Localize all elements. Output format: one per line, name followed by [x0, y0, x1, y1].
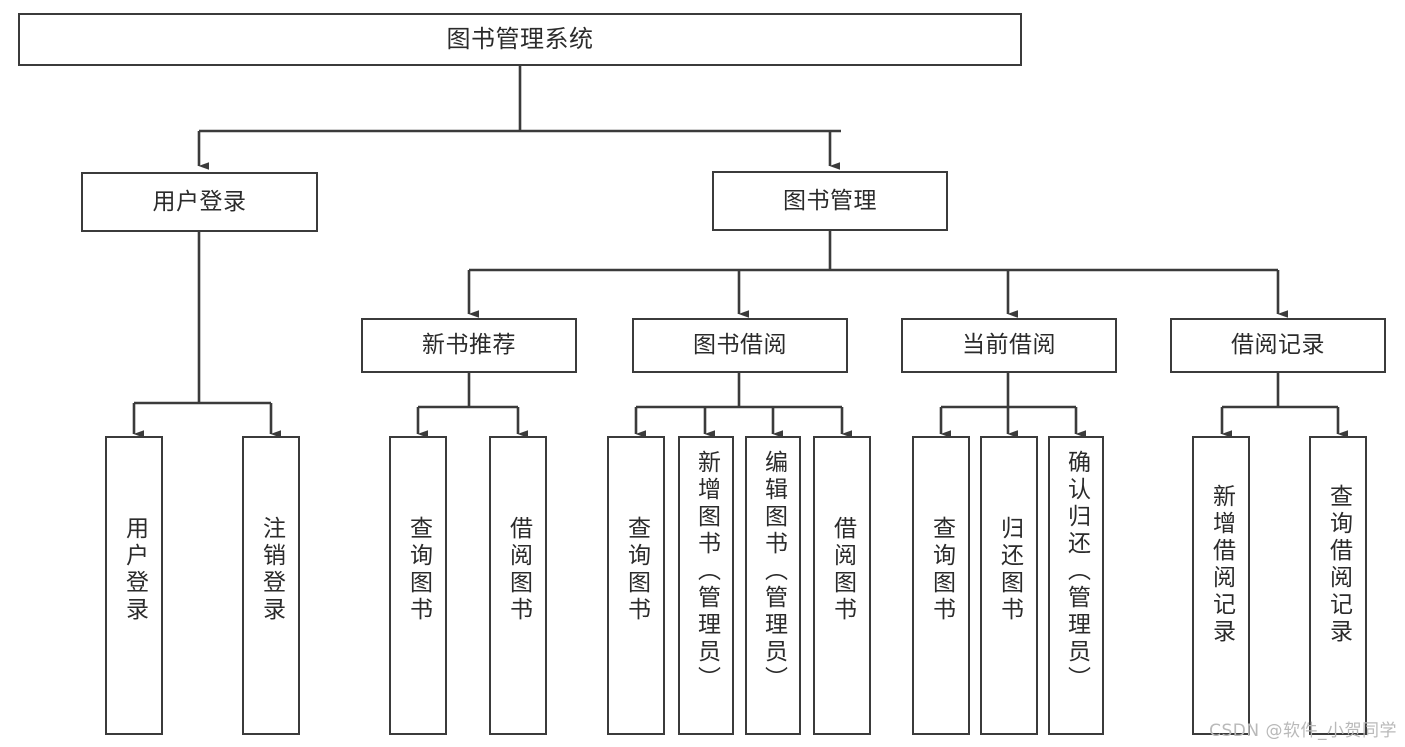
node-leaf-confirm-return[interactable]: 确认归还（管理员） [1048, 436, 1104, 735]
node-leaf-confirm-return-label: 确认归还（管理员） [1063, 450, 1090, 693]
node-book-manage-label: 图书管理 [783, 187, 877, 214]
node-leaf-query-book-1[interactable]: 查询图书 [389, 436, 447, 735]
node-leaf-borrow-book-1-label: 借阅图书 [505, 516, 532, 624]
node-new-book-rec-label: 新书推荐 [422, 332, 516, 359]
node-current-borrow[interactable]: 当前借阅 [901, 318, 1117, 373]
node-leaf-add-record-label: 新增借阅记录 [1208, 484, 1235, 646]
node-leaf-user-login-label: 用户登录 [121, 516, 148, 624]
node-leaf-borrow-book-1[interactable]: 借阅图书 [489, 436, 547, 735]
node-leaf-return-book[interactable]: 归还图书 [980, 436, 1038, 735]
node-leaf-edit-book-label: 编辑图书（管理员） [760, 450, 787, 693]
node-leaf-user-login[interactable]: 用户登录 [105, 436, 163, 735]
watermark-text: CSDN @软件_小贺同学 [1209, 721, 1397, 741]
node-book-borrow-label: 图书借阅 [693, 332, 787, 359]
node-leaf-query-book-3[interactable]: 查询图书 [912, 436, 970, 735]
node-user-login[interactable]: 用户登录 [81, 172, 318, 232]
node-leaf-add-record[interactable]: 新增借阅记录 [1192, 436, 1250, 735]
node-leaf-return-book-label: 归还图书 [996, 516, 1023, 624]
node-new-book-rec[interactable]: 新书推荐 [361, 318, 577, 373]
node-root[interactable]: 图书管理系统 [18, 13, 1022, 66]
node-root-label: 图书管理系统 [446, 24, 594, 53]
node-user-login-label: 用户登录 [152, 188, 247, 215]
node-leaf-query-book-2[interactable]: 查询图书 [607, 436, 665, 735]
node-leaf-borrow-book-2-label: 借阅图书 [829, 516, 856, 624]
node-book-manage[interactable]: 图书管理 [712, 171, 948, 231]
node-leaf-query-book-3-label: 查询图书 [928, 516, 955, 624]
node-leaf-query-book-2-label: 查询图书 [623, 516, 650, 624]
node-leaf-add-book[interactable]: 新增图书（管理员） [678, 436, 734, 735]
node-leaf-add-book-label: 新增图书（管理员） [693, 450, 720, 693]
node-leaf-query-book-1-label: 查询图书 [405, 516, 432, 624]
node-current-borrow-label: 当前借阅 [962, 332, 1056, 359]
node-leaf-logout-label: 注销登录 [258, 516, 285, 624]
node-leaf-query-record-label: 查询借阅记录 [1325, 484, 1352, 646]
node-borrow-record-label: 借阅记录 [1231, 332, 1325, 359]
node-leaf-logout[interactable]: 注销登录 [242, 436, 300, 735]
node-leaf-borrow-book-2[interactable]: 借阅图书 [813, 436, 871, 735]
node-borrow-record[interactable]: 借阅记录 [1170, 318, 1386, 373]
node-book-borrow[interactable]: 图书借阅 [632, 318, 848, 373]
node-leaf-edit-book[interactable]: 编辑图书（管理员） [745, 436, 801, 735]
node-leaf-query-record[interactable]: 查询借阅记录 [1309, 436, 1367, 735]
